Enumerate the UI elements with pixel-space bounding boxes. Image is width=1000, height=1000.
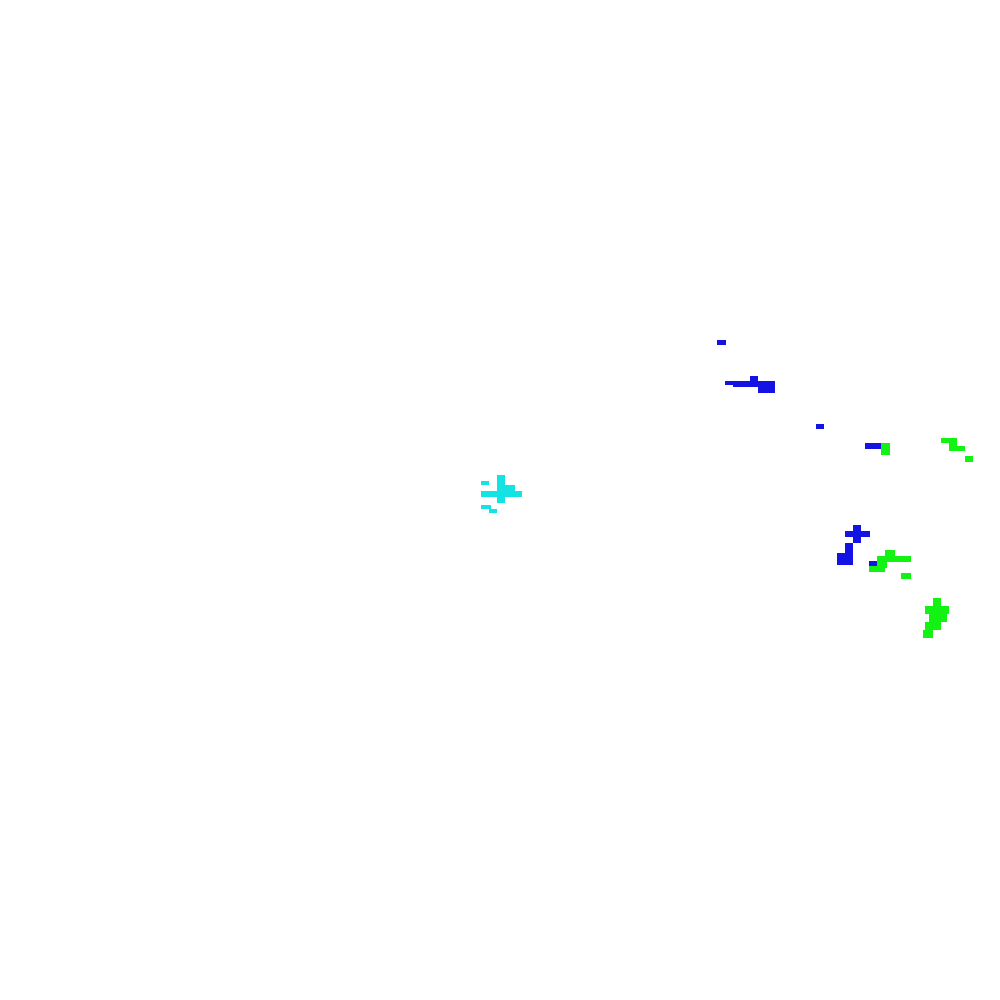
green-blob-right-pixel xyxy=(881,443,890,455)
blue-blob-lower-pixel xyxy=(853,525,861,533)
blue-blob-upper-pixel xyxy=(816,424,824,429)
green-blob-lower-pixel xyxy=(933,598,941,606)
blue-blob-upper-pixel xyxy=(733,381,759,387)
blue-blob-lower-pixel xyxy=(845,543,853,553)
green-blob-middle-pixel xyxy=(869,566,885,572)
green-blob-middle-pixel xyxy=(877,556,911,562)
green-blob-lower-pixel xyxy=(925,622,941,630)
blue-blob-upper-pixel xyxy=(725,381,734,385)
blue-blob-upper-pixel xyxy=(717,340,726,345)
green-blob-middle-pixel xyxy=(877,562,887,568)
cyan-blob-pixel xyxy=(489,509,497,513)
cyan-blob-pixel xyxy=(497,475,505,485)
cyan-blob-pixel xyxy=(497,497,505,503)
blue-blob-lower-pixel xyxy=(853,537,861,543)
cyan-blob-pixel xyxy=(497,485,515,497)
green-blob-lower-pixel xyxy=(929,614,947,622)
blue-blob-upper-pixel xyxy=(758,381,775,393)
blue-blob-lower-pixel xyxy=(845,531,870,537)
green-blob-right-pixel xyxy=(965,456,973,462)
blue-blob-lower-pixel xyxy=(869,561,877,567)
cyan-blob-pixel xyxy=(481,481,489,485)
green-blob-lower-pixel xyxy=(925,606,949,614)
green-blob-middle-pixel xyxy=(901,573,911,579)
blue-blob-middle-pixel xyxy=(865,443,882,449)
green-blob-right-pixel xyxy=(949,443,957,447)
green-blob-lower-pixel xyxy=(923,630,933,638)
green-blob-middle-pixel xyxy=(885,550,895,558)
cyan-blob-pixel xyxy=(481,505,491,509)
blue-blob-lower-pixel xyxy=(837,553,853,565)
blue-blob-upper-pixel xyxy=(750,376,758,382)
green-blob-right-pixel xyxy=(941,438,957,443)
green-blob-right-pixel xyxy=(949,446,965,451)
